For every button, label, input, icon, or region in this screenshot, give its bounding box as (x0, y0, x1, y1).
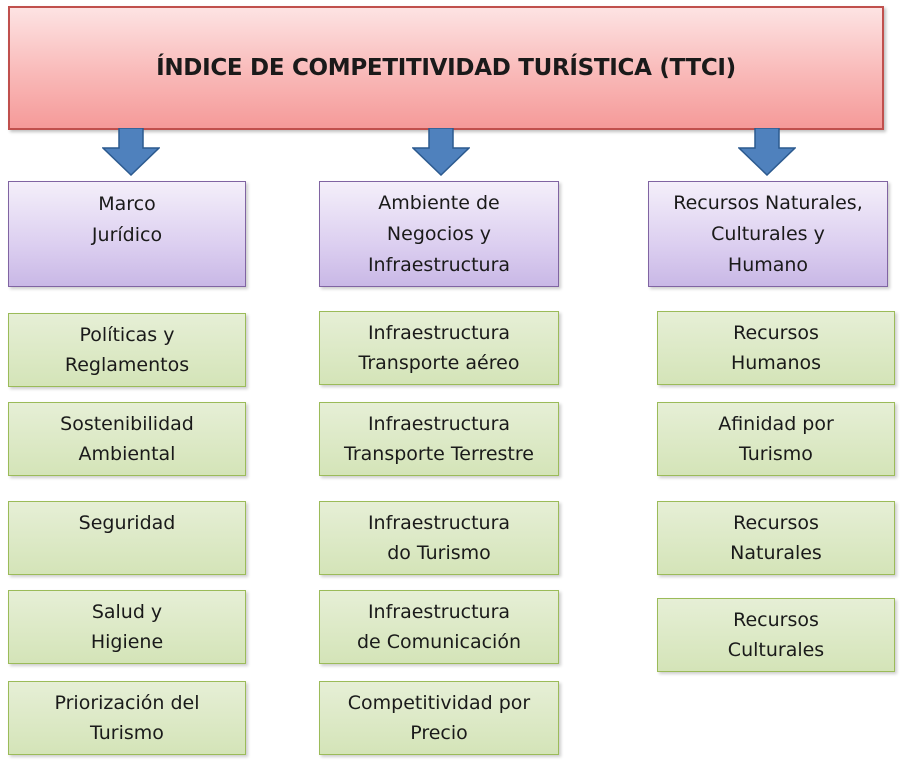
item-label: Priorización del Turismo (54, 692, 200, 744)
down-arrow-icon (738, 128, 796, 176)
item-box: Sostenibilidad Ambiental (8, 402, 246, 476)
item-box: Políticas y Reglamentos (8, 313, 246, 387)
item-box: Priorización del Turismo (8, 681, 246, 755)
header-recursos: Recursos Naturales, Culturales y Humano (648, 181, 888, 287)
header-ambiente-negocios: Ambiente de Negocios y Infraestructura (319, 181, 559, 287)
item-box: Seguridad (8, 501, 246, 575)
item-label: Infraestructura do Turismo (367, 512, 511, 564)
item-box: Competitividad por Precio (319, 681, 559, 755)
item-box: Infraestructura do Turismo (319, 501, 559, 575)
item-label: Recursos Humanos (730, 322, 822, 374)
item-label: Recursos Culturales (727, 609, 825, 661)
item-box: Infraestructura de Comunicación (319, 590, 559, 664)
item-label: Políticas y Reglamentos (64, 324, 190, 376)
header-marco-juridico: Marco Jurídico (8, 181, 246, 287)
item-box: Recursos Humanos (657, 311, 895, 385)
header-label: Marco Jurídico (91, 193, 163, 246)
item-label: Afinidad por Turismo (718, 413, 834, 465)
item-box: Recursos Naturales (657, 501, 895, 575)
item-box: Infraestructura Transporte aéreo (319, 311, 559, 385)
header-label: Recursos Naturales, Culturales y Humano (673, 191, 863, 276)
diagram-title: ÍNDICE DE COMPETITIVIDAD TURÍSTICA (TTCI… (156, 55, 736, 81)
item-box: Salud y Higiene (8, 590, 246, 664)
header-label: Ambiente de Negocios y Infraestructura (367, 191, 511, 276)
down-arrow-icon (412, 128, 470, 176)
item-label: Infraestructura de Comunicación (356, 601, 522, 653)
item-label: Infraestructura Transporte aéreo (358, 322, 520, 374)
item-box: Afinidad por Turismo (657, 402, 895, 476)
item-label: Seguridad (78, 512, 176, 534)
item-label: Sostenibilidad Ambiental (60, 413, 194, 465)
item-label: Salud y Higiene (90, 601, 164, 653)
item-box: Recursos Culturales (657, 598, 895, 672)
item-label: Competitividad por Precio (347, 692, 531, 744)
item-label: Infraestructura Transporte Terrestre (344, 413, 534, 465)
item-box: Infraestructura Transporte Terrestre (319, 402, 559, 476)
item-label: Recursos Naturales (730, 512, 822, 564)
down-arrow-icon (102, 128, 160, 176)
title-box: ÍNDICE DE COMPETITIVIDAD TURÍSTICA (TTCI… (8, 6, 884, 130)
